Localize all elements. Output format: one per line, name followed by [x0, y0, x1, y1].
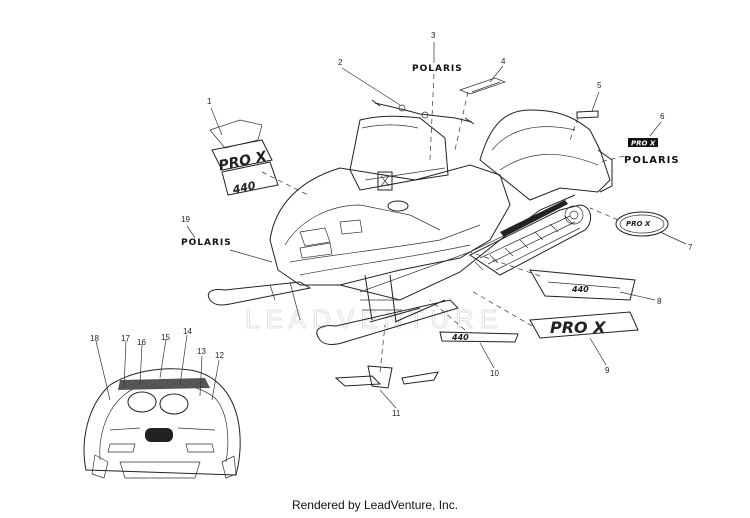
decal-prox-long-9: PRO X — [529, 311, 639, 339]
decal-oval-badge-7: PRO X — [615, 211, 669, 237]
callout-19: 19 — [181, 215, 190, 224]
decal-polaris-left: POLARIS — [181, 238, 232, 248]
callout-5: 5 — [597, 81, 602, 90]
dashboard-inset — [83, 368, 241, 479]
callout-8: 8 — [657, 297, 662, 306]
snowmobile-illustration — [207, 99, 613, 345]
callout-7: 7 — [688, 243, 693, 252]
callout-12: 12 — [215, 351, 224, 360]
svg-text:POLARIS: POLARIS — [181, 238, 232, 248]
svg-text:PRO X: PRO X — [550, 318, 606, 337]
decal-swoosh-11 — [334, 365, 439, 389]
svg-text:PRO X: PRO X — [626, 220, 651, 228]
decal-prox-polaris-right: PRO X POLARIS — [624, 138, 680, 166]
callout-9: 9 — [605, 366, 610, 375]
callout-1: 1 — [207, 97, 212, 106]
callout-15: 15 — [161, 333, 170, 342]
callout-13: 13 — [197, 347, 206, 356]
svg-text:440: 440 — [571, 285, 589, 294]
callout-17: 17 — [121, 334, 130, 343]
svg-text:440: 440 — [451, 333, 469, 342]
callout-14: 14 — [183, 327, 192, 336]
decal-stripe-4 — [458, 77, 507, 95]
decal-strip-440-10: 440 — [439, 331, 519, 343]
callout-11: 11 — [392, 409, 401, 418]
decal-polaris-top: POLARIS — [412, 64, 463, 74]
decal-prox-440-left: PRO X 440 — [209, 119, 279, 197]
callout-18: 18 — [90, 334, 99, 343]
callout-numbers: 1 2 3 4 5 6 7 8 9 10 11 12 13 14 15 16 1… — [90, 31, 693, 418]
callout-16: 16 — [137, 338, 146, 347]
callout-3: 3 — [431, 31, 436, 40]
svg-text:POLARIS: POLARIS — [412, 64, 463, 74]
svg-text:PRO X: PRO X — [631, 140, 656, 148]
callout-4: 4 — [501, 57, 506, 66]
svg-text:POLARIS: POLARIS — [624, 155, 680, 166]
leader-lines — [95, 42, 687, 409]
callout-2: 2 — [338, 58, 343, 67]
decal-strip-5 — [576, 110, 599, 119]
svg-text:440: 440 — [231, 179, 257, 197]
callout-6: 6 — [660, 112, 665, 121]
svg-text:PRO X: PRO X — [217, 148, 269, 174]
decal-stripe-440-8: 440 — [529, 269, 636, 301]
callout-10: 10 — [490, 369, 499, 378]
render-credit: Rendered by LeadVenture, Inc. — [291, 498, 459, 512]
